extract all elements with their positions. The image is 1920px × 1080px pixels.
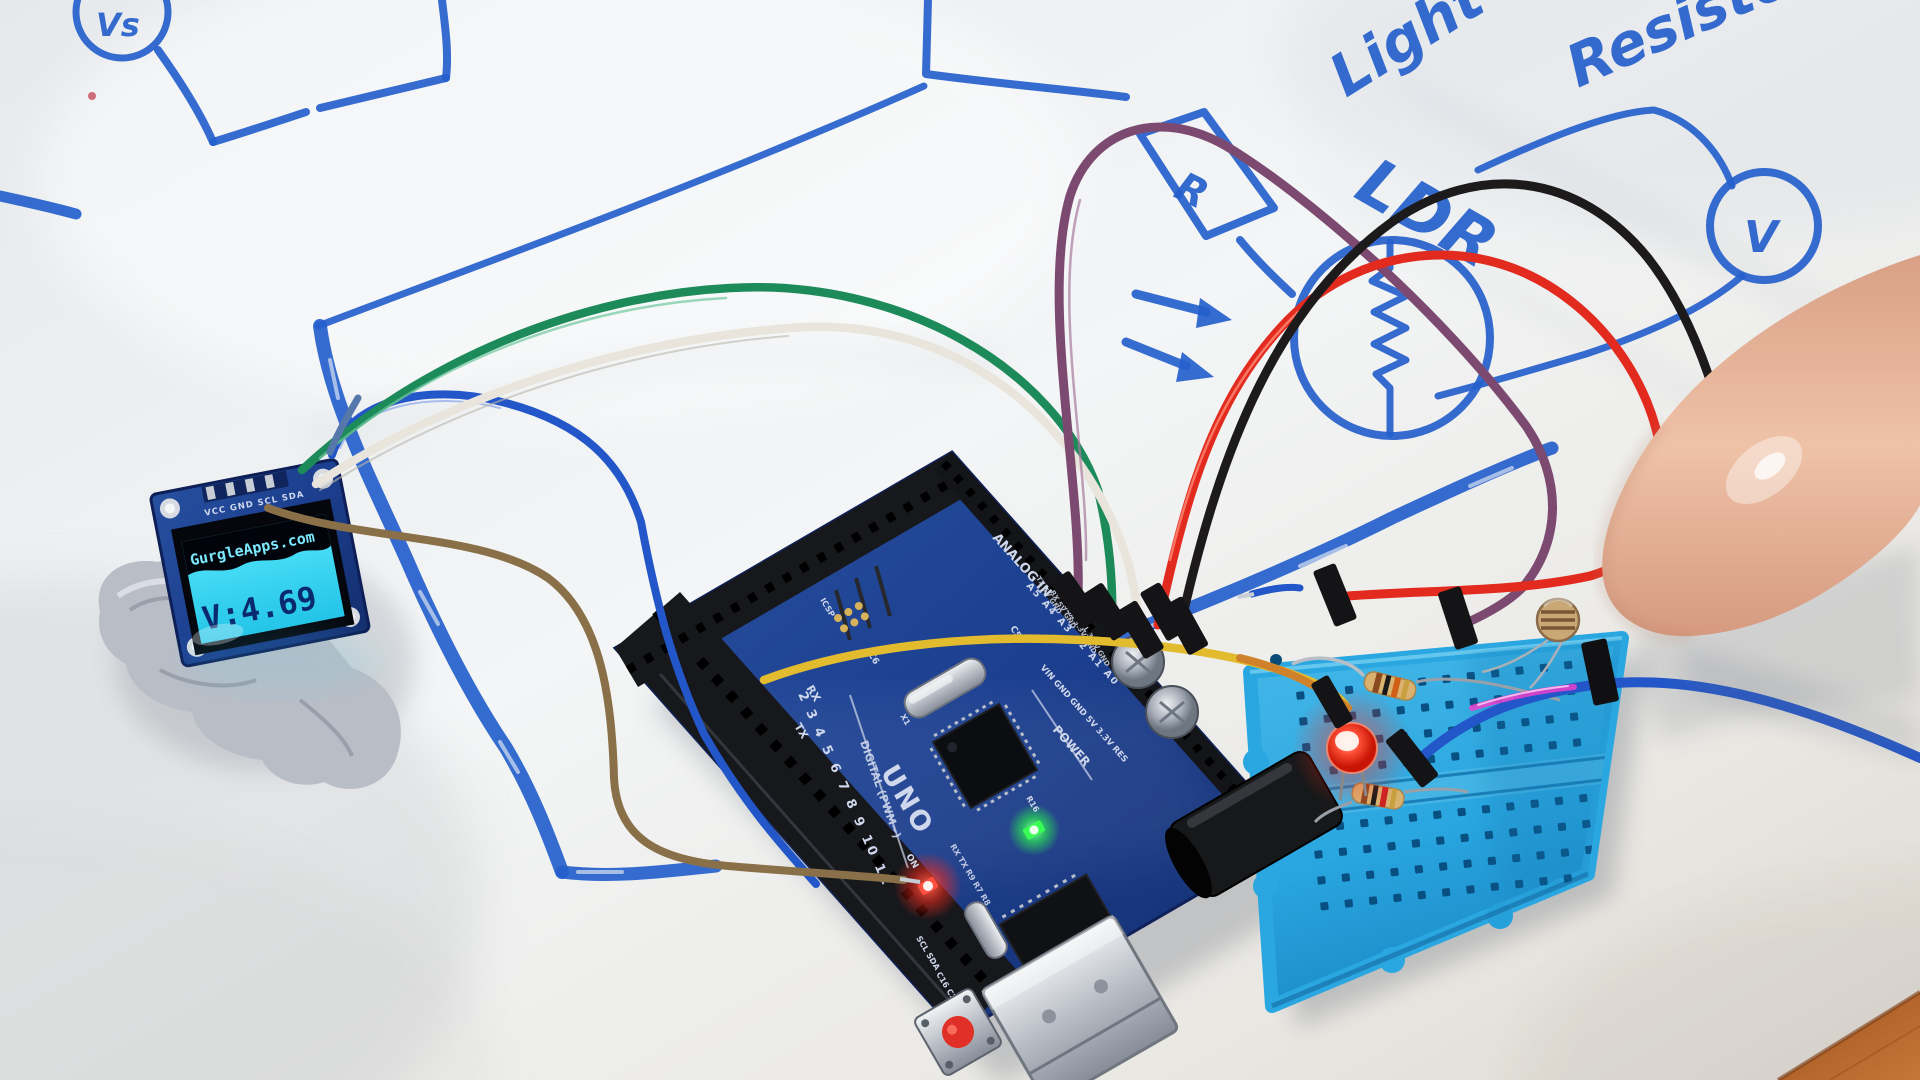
schematic-wire — [922, 0, 1130, 101]
schematic-wire — [438, 0, 452, 82]
wire-highlight — [318, 296, 728, 460]
jumper-wire-purple — [1054, 122, 1557, 629]
wire-highlight — [1168, 310, 1300, 562]
top-edge-header — [615, 452, 975, 687]
vs-source-symbol — [72, 0, 172, 62]
marker-speck — [88, 92, 96, 100]
l-led — [1023, 820, 1045, 840]
schematic-wire — [209, 108, 310, 146]
resistor-component-1 — [1363, 671, 1417, 701]
breadboard-notch — [1253, 873, 1279, 899]
finger-edge-shade — [1599, 423, 1693, 639]
schematic-wire — [1434, 272, 1746, 400]
wire-pin-tip — [1237, 592, 1255, 599]
icsp-header — [834, 602, 869, 633]
ldr-symbol — [1290, 236, 1494, 440]
schematic-wire — [314, 82, 928, 330]
finger-shadow — [1680, 648, 1920, 760]
jumper-wire-blue-left — [328, 390, 820, 888]
schematic-wire — [1474, 106, 1736, 190]
vs-label: Vs — [96, 6, 140, 44]
resistor2-lead — [1403, 787, 1469, 794]
schematic-wire — [154, 46, 217, 146]
crystal-oscillator — [903, 657, 987, 719]
finger-shine-core — [1754, 452, 1786, 480]
jumper-wire-white — [311, 322, 1146, 653]
wire-led-glare — [1469, 684, 1577, 711]
breadboard-notch — [1243, 749, 1269, 775]
vignette — [0, 820, 1920, 1080]
wire-shade — [319, 335, 789, 491]
gray-wire-stub — [326, 394, 362, 456]
resistor1-lead — [1291, 656, 1366, 678]
electrolytic-capacitors — [1111, 635, 1199, 739]
oled-header-pins — [201, 470, 289, 503]
breadboard-screw-hole — [1270, 654, 1282, 666]
schematic-wire — [316, 74, 450, 112]
breadboard-components — [1291, 597, 1581, 824]
blue-wire-tail — [1248, 583, 1304, 598]
male-pins — [834, 565, 892, 641]
reset-button — [914, 988, 1002, 1076]
schematic-wire — [1236, 236, 1296, 298]
oled-module: VCC GND SCL SDA GurgleApps.com V:4.69 — [149, 458, 371, 668]
jumper-wire-brown — [264, 504, 908, 884]
wire-led-glare-core — [1477, 685, 1569, 706]
arduino-wire-headers — [1051, 571, 1208, 659]
breadboard-led — [1292, 688, 1412, 808]
brown-wire-pin-tip — [899, 877, 921, 884]
voltmeter-label: V — [1744, 212, 1781, 263]
resistor-box-symbol — [1136, 108, 1278, 240]
voltmeter-symbol — [1706, 168, 1822, 284]
ldr-component — [1481, 597, 1581, 689]
oled-glow — [180, 626, 380, 694]
jumper-wire-green — [297, 283, 1117, 627]
on-led — [917, 877, 939, 895]
light-arrows — [1121, 289, 1232, 382]
breadboard-wire-headers — [1311, 563, 1619, 788]
small-crystal — [964, 901, 1008, 959]
wire-highlight — [1068, 198, 1088, 562]
usb-connector — [981, 914, 1179, 1080]
mcu-chip — [929, 700, 1041, 812]
finger — [1599, 255, 1920, 760]
